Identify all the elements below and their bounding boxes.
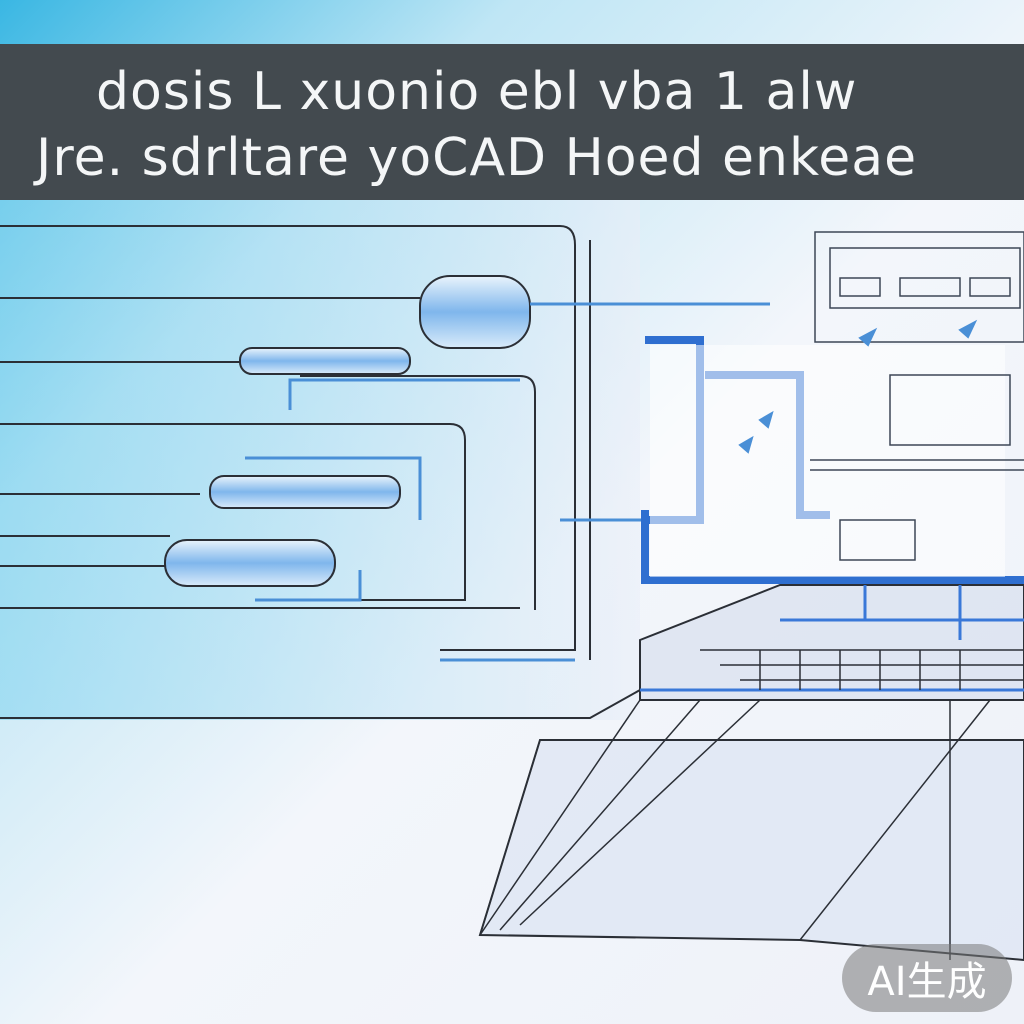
title-line-2: Jre. sdrltare yoCAD Hoed enkeae [36,128,918,188]
title-banner [0,44,1024,200]
ai-generated-watermark: AI生成 [842,944,1012,1012]
title-line-1: dosis L xuonio ebl vba 1 alw [96,62,858,122]
